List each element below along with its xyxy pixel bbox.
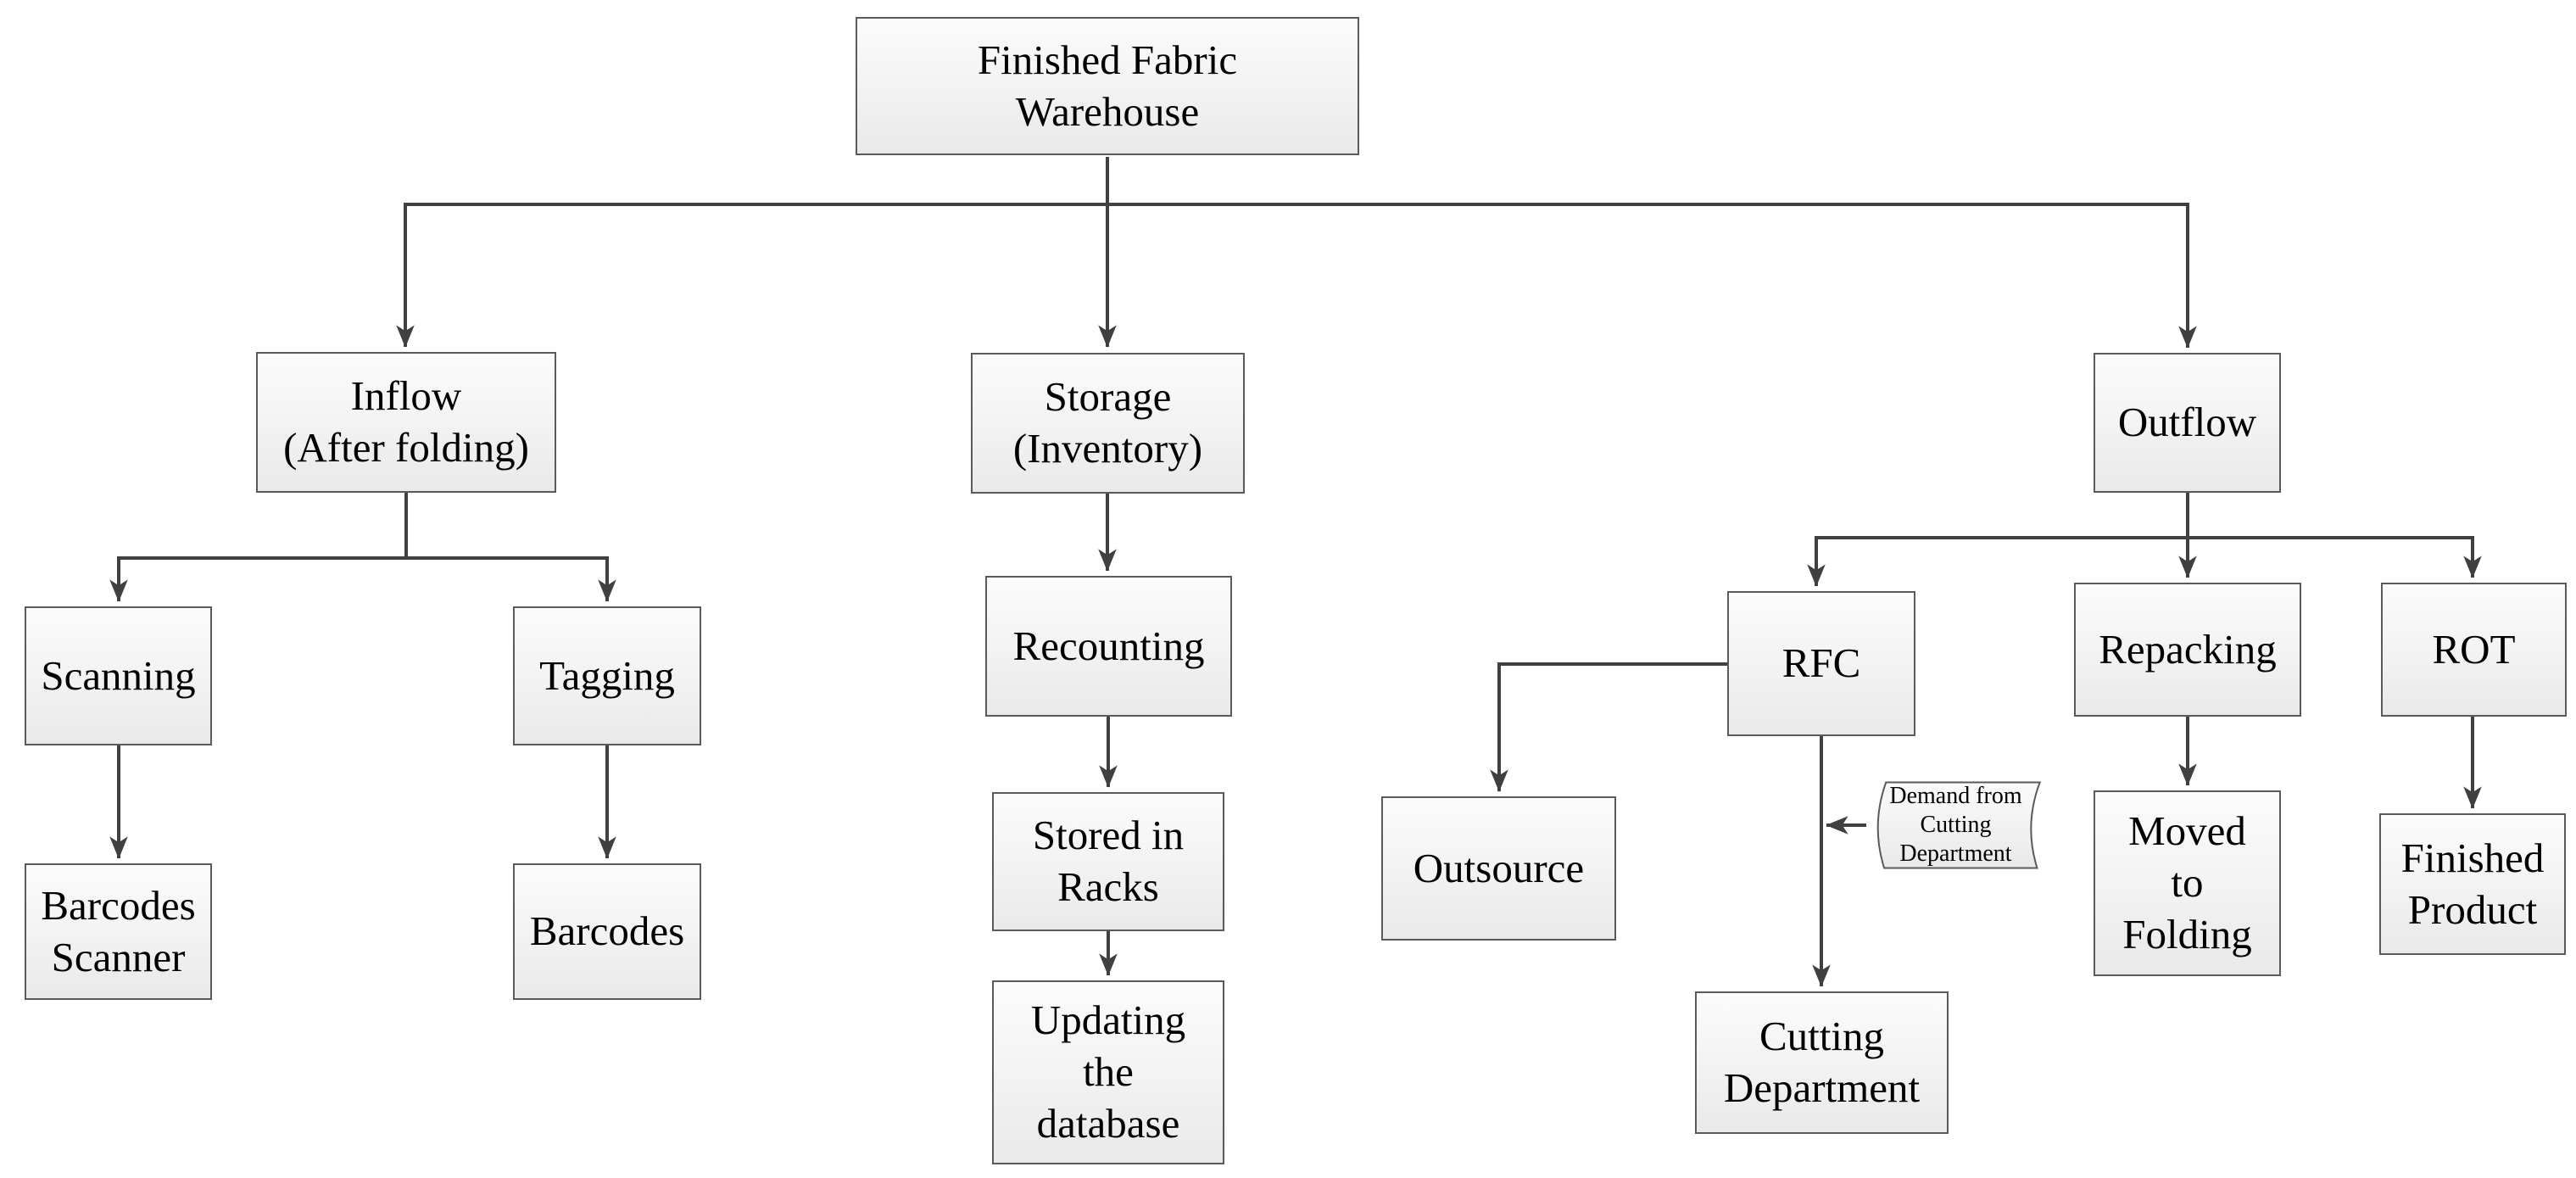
node-label: Demand from Cutting Department <box>1889 782 2022 868</box>
node-label: ROT <box>2432 625 2516 673</box>
node-label: Repacking <box>2099 625 2277 673</box>
node-repacking: Repacking <box>2074 583 2301 717</box>
node-inflow: Inflow (After folding) <box>256 352 556 493</box>
node-label: Stored in Racks <box>1032 812 1185 910</box>
node-finished-product: Finished Product <box>2379 813 2566 955</box>
node-demand-from-cutting-note: Demand from Cutting Department <box>1866 781 2045 869</box>
node-label: Barcodes <box>529 907 685 955</box>
node-tagging: Tagging <box>513 606 701 745</box>
node-outsource: Outsource <box>1381 796 1616 941</box>
node-stored-in-racks: Stored in Racks <box>992 792 1224 931</box>
node-label: Cutting Department <box>1723 1013 1921 1111</box>
node-scanning: Scanning <box>25 606 212 745</box>
node-barcodes: Barcodes <box>513 863 701 1000</box>
connector-inflow-to-scanning <box>109 493 408 602</box>
node-label: Storage (Inventory) <box>1012 373 1203 472</box>
connector-outflow-to-rfc <box>1807 536 2188 587</box>
node-label: RFC <box>1781 639 1861 687</box>
node-cutting-department: Cutting Department <box>1695 991 1949 1134</box>
node-label: Outsource <box>1413 844 1585 891</box>
connector-rfc-to-outsource <box>1490 662 1727 792</box>
node-recounting: Recounting <box>985 576 1232 717</box>
node-outflow: Outflow <box>2094 353 2281 493</box>
node-storage: Storage (Inventory) <box>971 353 1245 494</box>
node-moved-to-folding: Moved to Folding <box>2094 790 2281 976</box>
node-label: Tagging <box>539 651 675 699</box>
node-label: Scanning <box>41 651 196 699</box>
node-barcodes-scanner: Barcodes Scanner <box>25 863 212 1000</box>
connector-warehouse-to-inflow <box>396 203 1107 348</box>
connector-warehouse-to-outflow <box>1107 203 2197 349</box>
node-updating-the-database: Updating the database <box>992 980 1224 1164</box>
node-label: Barcodes Scanner <box>41 881 196 980</box>
node-rfc: RFC <box>1727 591 1915 736</box>
node-rot: ROT <box>2381 583 2567 717</box>
connector-outflow-to-rot <box>2188 536 2482 578</box>
node-label: Finished Fabric Warehouse <box>977 36 1238 135</box>
connector-inflow-to-tagging <box>406 556 616 602</box>
node-finished-fabric-warehouse: Finished Fabric Warehouse <box>856 17 1359 155</box>
node-label: Finished Product <box>2400 834 2545 933</box>
node-label: Moved to Folding <box>2122 807 2252 957</box>
node-label: Outflow <box>2117 399 2257 446</box>
node-label: Inflow (After folding) <box>283 372 529 471</box>
flag-shape <box>1876 781 2042 869</box>
node-label: Recounting <box>1012 622 1205 669</box>
node-label: Updating the database <box>1030 997 1186 1147</box>
